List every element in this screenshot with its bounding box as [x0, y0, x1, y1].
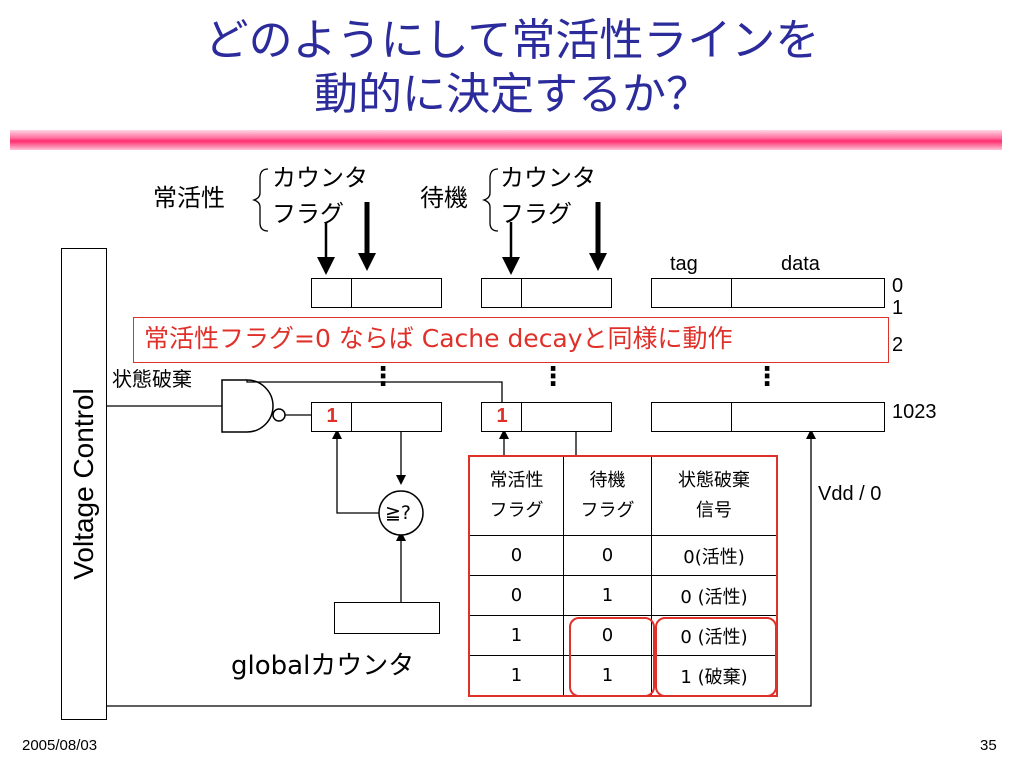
table-row: 0 0 0(活性) [468, 535, 778, 576]
footer-date: 2005/08/03 [22, 737, 98, 754]
slide-title-line2: 動的に決定するか？ [314, 69, 710, 120]
data-cell-row1023 [731, 402, 885, 432]
decay-callout: 常活性フラグ=0 ならば Cache decayと同様に動作 [133, 317, 889, 363]
voltage-control-label: Voltage Control [68, 388, 99, 580]
legend-standby-flag: フラグ [500, 200, 572, 228]
voltage-control-box [61, 248, 107, 720]
table-row: 0 1 0 (活性) [468, 575, 778, 616]
header-decay-signal: 状態破棄信号 [651, 455, 778, 536]
data-column-header: data [781, 253, 820, 275]
row-index-1023: 1023 [892, 401, 937, 423]
table-row: 1 0 0 (活性) [468, 615, 778, 656]
legend-standby-label: 待機 [420, 184, 468, 212]
active-flag-cell-row0 [351, 278, 442, 308]
decay-signal-highlight [655, 617, 777, 697]
standby-flag-highlight [569, 617, 655, 697]
tag-column-header: tag [670, 253, 698, 275]
row-index-1: 1 [892, 297, 904, 319]
active-flag-bit: 1 [326, 405, 338, 427]
page-number: 35 [980, 737, 997, 754]
tag-cell-row0 [651, 278, 733, 308]
standby-flag-cell-row0 [521, 278, 612, 308]
ellipsis-standby: ⋮ [540, 362, 566, 392]
standby-counter-cell-row1023: 1 [481, 402, 523, 432]
header-standby-flag: 待機フラグ [563, 455, 652, 536]
slide-title-line1: どのようにして常活性ラインを [204, 15, 820, 66]
standby-flag-bit: 1 [496, 405, 508, 427]
header-active-flag: 常活性フラグ [468, 455, 564, 536]
standby-counter-cell-row0 [481, 278, 523, 308]
global-counter-label: globalカウンタ [231, 651, 415, 681]
active-flag-cell-row1023 [351, 402, 442, 432]
legend-active-flag: フラグ [272, 200, 344, 228]
tag-cell-row1023 [651, 402, 733, 432]
active-counter-cell-row1023: 1 [311, 402, 353, 432]
global-counter-box [334, 602, 440, 634]
comparator-symbol: ≧? [385, 502, 412, 524]
title-divider [10, 130, 1002, 150]
row-index-2: 2 [892, 334, 904, 356]
row-index-0: 0 [892, 275, 904, 297]
data-cell-row0 [731, 278, 885, 308]
ellipsis-active: ⋮ [370, 362, 396, 392]
decay-signal-label: 状態破棄 [112, 367, 192, 391]
legend-standby-counter: カウンタ [500, 164, 596, 192]
legend-active-label: 常活性 [153, 184, 225, 212]
vdd-label: Vdd / 0 [818, 483, 882, 505]
table-row: 1 1 1 (破棄) [468, 655, 778, 697]
truth-table: 常活性フラグ 待機フラグ 状態破棄信号 0 0 0(活性) 0 1 0 (活性)… [468, 455, 778, 697]
standby-flag-cell-row1023 [521, 402, 612, 432]
ellipsis-tagdata: ⋮ [754, 362, 780, 392]
active-counter-cell-row0 [311, 278, 353, 308]
legend-active-counter: カウンタ [272, 164, 368, 192]
truth-table-header: 常活性フラグ 待機フラグ 状態破棄信号 [468, 455, 778, 536]
